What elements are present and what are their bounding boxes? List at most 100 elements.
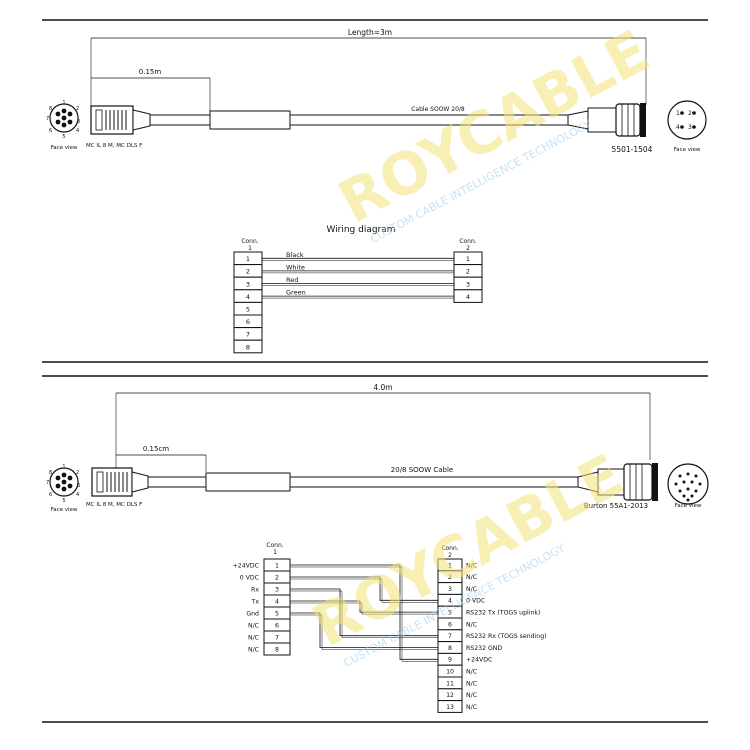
conn1-header: Conn.	[266, 542, 283, 549]
face-view-label: Face view	[674, 147, 701, 153]
conn1-pin-number: 3	[275, 587, 279, 594]
connector-label: MC IL 8 M, MC DLS F	[86, 143, 142, 149]
left-face-view: 1 2 3 4 5 6 7 8 Face view	[46, 464, 80, 513]
conn2-header: Conn.	[459, 238, 476, 245]
conn2-pin-number: 8	[448, 645, 452, 652]
conn1-pin-number: 1	[275, 563, 279, 570]
pin-dot	[690, 480, 694, 484]
right-connector: Burton 55A1-2013	[577, 463, 658, 510]
conn2-signal-label: N/C	[466, 574, 477, 581]
conn2-pin-number: 4	[448, 598, 452, 605]
connector-nut	[96, 471, 104, 493]
wire-color-label: Black	[286, 251, 304, 259]
face-view-label: Face view	[675, 503, 702, 509]
length-label: 4.0m	[373, 383, 392, 392]
conn2-pin-number: 10	[446, 669, 454, 676]
wire-line	[290, 600, 438, 613]
wire-line-shadow	[290, 578, 438, 603]
pin-dot	[55, 119, 61, 125]
pin-label: 7	[46, 480, 49, 486]
conn2-pin-number: 9	[448, 657, 452, 664]
length-label: Length=3m	[348, 28, 392, 37]
drawing-1: Length=3m 0.15m 1 2 3 4 5 6 7 8 Face vie…	[46, 28, 707, 354]
conn2-pin-cell	[437, 700, 463, 713]
connector-nut	[95, 109, 103, 131]
pin-dot	[674, 482, 678, 486]
conn1-signal-label: 0 VDC	[240, 575, 259, 582]
conn1-pin-number: 4	[246, 293, 250, 301]
connector-boot	[132, 109, 151, 131]
conn2-header-number: 2	[466, 245, 470, 252]
pin-label: 4	[676, 124, 680, 131]
pin-label: 3	[688, 124, 692, 131]
pin-dot	[67, 119, 73, 125]
face-view-label: Face view	[51, 145, 78, 151]
conn1-pin-number: 7	[275, 635, 279, 642]
conn1-pin-number: 7	[246, 331, 250, 339]
part-number: 5501-1504	[612, 145, 653, 154]
pin-label: 8	[49, 470, 52, 476]
conn2-signal-label: N/C	[466, 562, 477, 569]
pin-dot	[67, 475, 73, 481]
connector-label: MC IL 8 M, MC DLS F	[86, 502, 142, 508]
pin-dot	[680, 125, 684, 129]
pin-dot	[61, 115, 67, 121]
conn1-pin-number: 3	[246, 280, 250, 288]
pin-dot	[682, 494, 686, 498]
pin-dot	[686, 487, 690, 491]
conn2-pin-number: 11	[446, 680, 454, 687]
conn2-pin-number: 2	[448, 574, 452, 581]
conn2-pin-number: 5	[448, 610, 452, 617]
conn2-signal-label: N/C	[466, 586, 477, 593]
pin-dot	[698, 482, 702, 486]
face-circle	[667, 100, 707, 140]
right-face-view: Face view	[667, 463, 709, 509]
pin-dot	[55, 475, 61, 481]
pin-dot	[61, 122, 67, 128]
pin-label: 4	[76, 128, 79, 134]
right-face-view: 1 2 4 3 Face view	[667, 100, 707, 153]
conn1-pin-number: 8	[275, 647, 279, 654]
pin-dot	[694, 489, 698, 493]
conn1-pin-number: 5	[246, 306, 250, 314]
connector-face	[640, 103, 646, 137]
conn1-signal-label: Tx	[251, 599, 260, 606]
conn2-pin-number: 1	[448, 562, 452, 569]
pin-dot	[694, 474, 698, 478]
pin-label: 7	[46, 116, 49, 122]
conn2-signal-label: N/C	[466, 680, 477, 687]
pin-label: 1	[676, 110, 680, 117]
pin-dot	[682, 480, 686, 484]
conn1-pin-number: 8	[246, 343, 250, 351]
wire-color-label: Red	[286, 276, 298, 284]
wire-line	[290, 612, 438, 648]
conn2-signal-label: +24VDC	[466, 657, 492, 664]
pin-dot	[686, 498, 690, 502]
wiring-diagram-title: Wiring diagram	[326, 225, 395, 235]
conn1-signal-label: Gnd	[246, 611, 259, 618]
connector-body	[587, 107, 617, 133]
wire-line-shadow	[290, 602, 438, 615]
pin-dot	[61, 472, 67, 478]
cable-label: Cable SOOW 20/8	[411, 106, 465, 113]
pin-label: 5	[62, 498, 65, 504]
conn2-pin-number: 12	[446, 692, 454, 699]
conn2-pin-number: 4	[466, 293, 470, 301]
face-view-label: Face view	[51, 507, 78, 513]
pin-dot	[67, 111, 73, 117]
wire-line	[290, 588, 438, 637]
drawing-2: 4.0m 0.15cm 1 2 3 4 5 6 7 8 Face view	[46, 383, 709, 713]
conn1-signal-label: +24VDC	[233, 563, 259, 570]
pin-dot	[61, 108, 67, 114]
conn1-header-number: 1	[248, 245, 252, 252]
conn2-signal-label: N/C	[466, 692, 477, 699]
right-connector: 5501-1504	[567, 103, 653, 154]
wire-color-label: Green	[286, 289, 306, 297]
pin-label: 2	[688, 110, 692, 117]
pin-dot	[61, 479, 67, 485]
pin-label: 2	[76, 106, 79, 112]
